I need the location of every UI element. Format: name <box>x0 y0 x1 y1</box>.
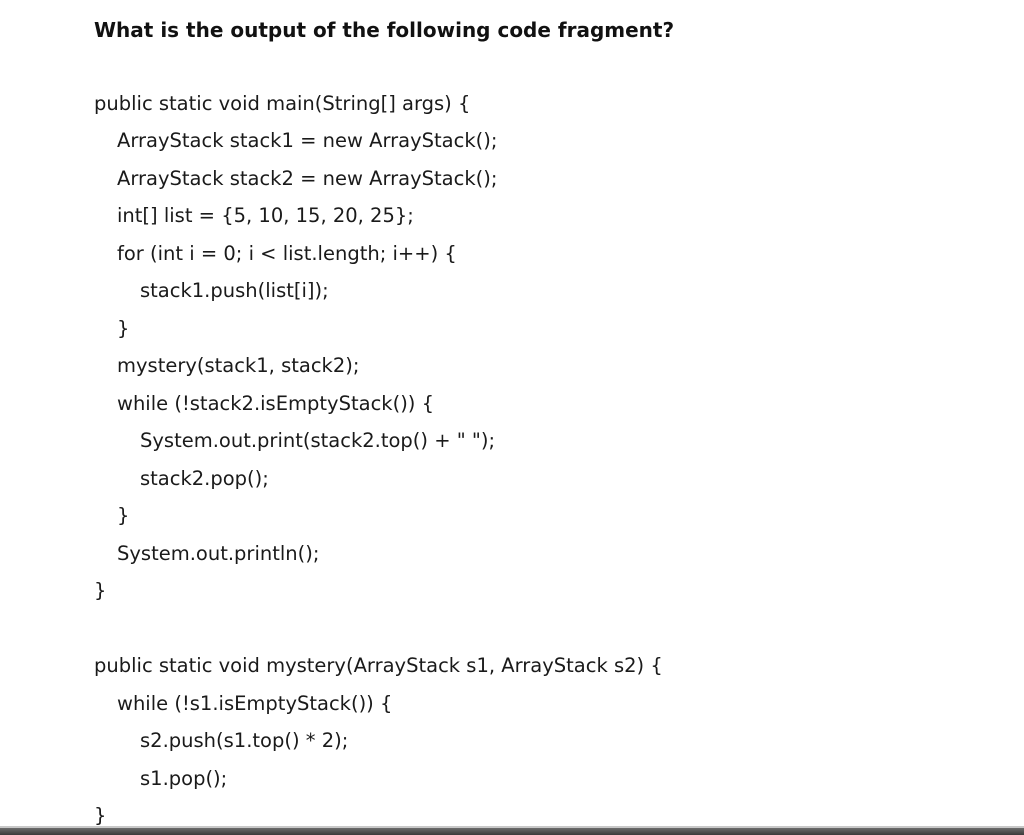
code-line: public static void main(String[] args) { <box>94 92 471 115</box>
question-heading: What is the output of the following code… <box>94 18 675 42</box>
code-line: public static void mystery(ArrayStack s1… <box>94 654 663 677</box>
code-line: } <box>94 804 107 827</box>
page-bottom-edge-highlight <box>0 826 1024 828</box>
code-line: stack2.pop(); <box>140 467 269 490</box>
code-line: stack1.push(list[i]); <box>140 279 329 302</box>
code-line: while (!stack2.isEmptyStack()) { <box>117 392 435 415</box>
code-line: System.out.println(); <box>117 542 320 565</box>
code-line: for (int i = 0; i < list.length; i++) { <box>117 242 457 265</box>
code-line: } <box>94 579 107 602</box>
code-line: s1.pop(); <box>140 767 228 790</box>
code-line: int[] list = {5, 10, 15, 20, 25}; <box>117 204 414 227</box>
code-line: ArrayStack stack1 = new ArrayStack(); <box>117 129 498 152</box>
code-line: } <box>117 317 130 340</box>
code-line: mystery(stack1, stack2); <box>117 354 360 377</box>
code-line: while (!s1.isEmptyStack()) { <box>117 692 393 715</box>
code-line: ArrayStack stack2 = new ArrayStack(); <box>117 167 498 190</box>
code-line: s2.push(s1.top() * 2); <box>140 729 349 752</box>
page-bottom-edge <box>0 828 1024 835</box>
code-fragment: public static void main(String[] args) {… <box>94 0 994 835</box>
code-line: System.out.print(stack2.top() + " "); <box>140 429 496 452</box>
code-line: } <box>117 504 130 527</box>
